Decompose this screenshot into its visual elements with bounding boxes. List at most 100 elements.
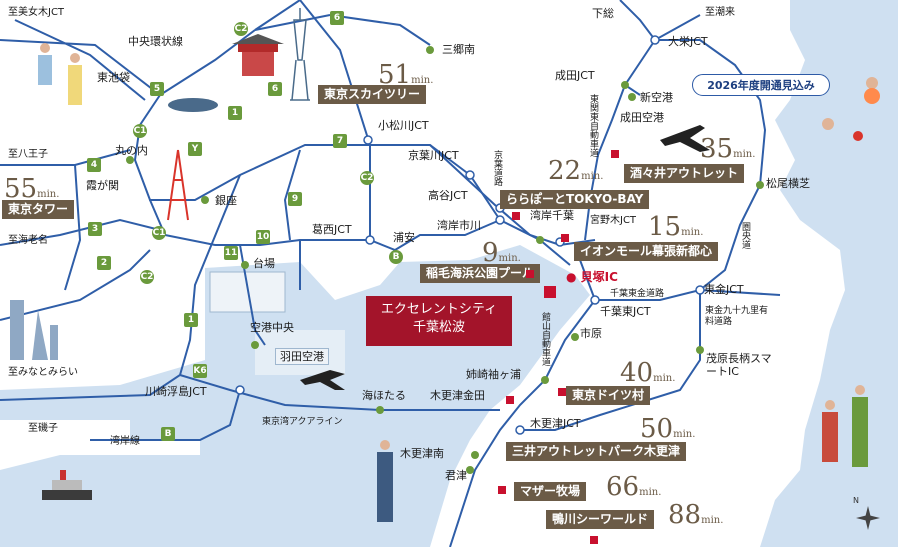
route-shield: 2: [97, 256, 111, 270]
place-label: 海ほたる: [362, 389, 406, 402]
place-label: 市原: [580, 327, 602, 340]
route-shield: 5: [150, 82, 164, 96]
place-label: 成田JCT: [555, 69, 595, 82]
destination-marker: [611, 150, 619, 158]
route-shield: 6: [330, 11, 344, 25]
place-label: 羽田空港: [275, 348, 329, 365]
travel-time: 22min.: [548, 156, 604, 186]
place-label: 湾岸千葉: [530, 209, 574, 222]
property-marker: [544, 286, 556, 298]
place-label: 松尾横芝: [766, 177, 810, 190]
destination-label: マザー牧場: [514, 482, 587, 502]
route-shield: C2: [140, 270, 154, 284]
tokyo-bay: [0, 245, 590, 547]
destination-label: ららぽーとTOKYO-BAY: [500, 190, 650, 210]
place-label: 木更津南: [400, 447, 444, 460]
place-label: 成田空港: [620, 111, 664, 124]
destination-marker: [590, 536, 598, 544]
road-label: 館山自動車道: [540, 312, 550, 366]
place-label: 高谷JCT: [428, 189, 468, 202]
destination-marker: [506, 396, 514, 404]
destination-label: 稲毛海浜公園プール: [420, 264, 541, 284]
place-label: 霞が関: [86, 179, 119, 192]
place-label: 大栄JCT: [668, 35, 708, 48]
place-label: 木更津JCT: [530, 417, 581, 430]
road-label: 湾岸線: [110, 436, 140, 447]
place-label: 東池袋: [97, 71, 130, 84]
road-label: 東関東自動車道: [588, 94, 598, 157]
travel-time: 66min.: [606, 472, 662, 502]
route-shield: 10: [256, 230, 270, 244]
property-name-line-1: エクセレントシティ: [380, 302, 498, 317]
route-shield: Y: [188, 142, 202, 156]
route-shield: B: [161, 427, 175, 441]
place-label: 京葉川JCT: [408, 149, 459, 162]
travel-time: 51min.: [378, 60, 434, 90]
travel-time: 55min.: [4, 174, 60, 204]
place-label: 至海老名: [8, 235, 48, 246]
route-shield: 11: [224, 246, 238, 260]
route-shield: C2: [234, 22, 248, 36]
route-shield: C2: [360, 171, 374, 185]
destination-marker: [498, 486, 506, 494]
road-label: 千葉東金道路: [610, 289, 665, 299]
road-label: 圏央道: [740, 222, 750, 249]
place-label: 君津: [445, 469, 467, 482]
place-label: 至美女木JCT: [8, 7, 65, 18]
route-shield: 9: [288, 192, 302, 206]
ship-icon: [42, 470, 92, 500]
place-label: 姉崎袖ヶ浦: [466, 368, 521, 381]
kaizuka-ic-label: ● 貝塚IC: [566, 270, 618, 284]
place-label: 宮野木JCT: [590, 215, 637, 226]
route-shield: 1: [228, 106, 242, 120]
place-label: 三郷南: [442, 43, 475, 56]
property-callout: エクセレントシティ 千葉松波: [366, 296, 512, 346]
destination-marker: [561, 234, 569, 242]
airplane-icon: [300, 125, 710, 390]
place-label: 川崎浮島JCT: [145, 385, 207, 398]
place-label: 下総: [592, 7, 614, 20]
destination-label: 東京ドイツ村: [566, 386, 651, 406]
destination-label: 東京タワー: [2, 200, 75, 220]
travel-time: 40min.: [620, 358, 676, 388]
route-shield: C1: [133, 124, 147, 138]
place-label: 東金JCT: [704, 283, 744, 296]
place-label: 台場: [253, 257, 275, 270]
route-shield: 1: [184, 313, 198, 327]
property-name-line-2: 千葉松波: [412, 319, 465, 335]
route-shield: 6: [268, 82, 282, 96]
destination-label: 東京スカイツリー: [318, 85, 427, 105]
place-label: 浦安: [393, 231, 415, 244]
place-label: 葛西JCT: [312, 223, 352, 236]
place-label: 丸の内: [115, 144, 148, 157]
people-illustration: [38, 43, 880, 522]
place-label: 小松川JCT: [378, 119, 429, 132]
route-shield: K6: [193, 364, 207, 378]
north-label: N: [853, 496, 859, 505]
place-label: 銀座: [215, 194, 237, 207]
opening-note-bubble: 2026年度開通見込み: [692, 74, 830, 96]
place-label: 千葉東JCT: [600, 305, 651, 318]
road-label: 東京湾アクアライン: [262, 417, 343, 427]
destination-marker: [558, 388, 566, 396]
skytree-icon: [290, 8, 310, 101]
place-label: 木更津金田: [430, 389, 485, 402]
place-label: 至みなとみらい: [8, 367, 78, 378]
tokyo-tower-icon: [167, 149, 189, 221]
route-shield: 7: [333, 134, 347, 148]
place-label: 中央環状線: [128, 35, 183, 48]
stadium-icon: [168, 98, 218, 112]
place-label: 至潮来: [705, 7, 735, 18]
destination-label: 酒々井アウトレット: [624, 164, 745, 184]
place-label: 湾岸市川: [437, 219, 481, 232]
travel-time: 88min.: [668, 500, 724, 530]
place-label: 茂原長柄スマートIC: [706, 352, 772, 379]
travel-time: 50min.: [640, 414, 696, 444]
yokohama-towers-icon: [10, 300, 58, 360]
travel-time: 15min.: [648, 212, 704, 242]
route-shield: C1: [152, 226, 166, 240]
destination-marker: [526, 270, 534, 278]
place-label: 至磯子: [28, 423, 58, 434]
compass-icon: [856, 506, 880, 530]
